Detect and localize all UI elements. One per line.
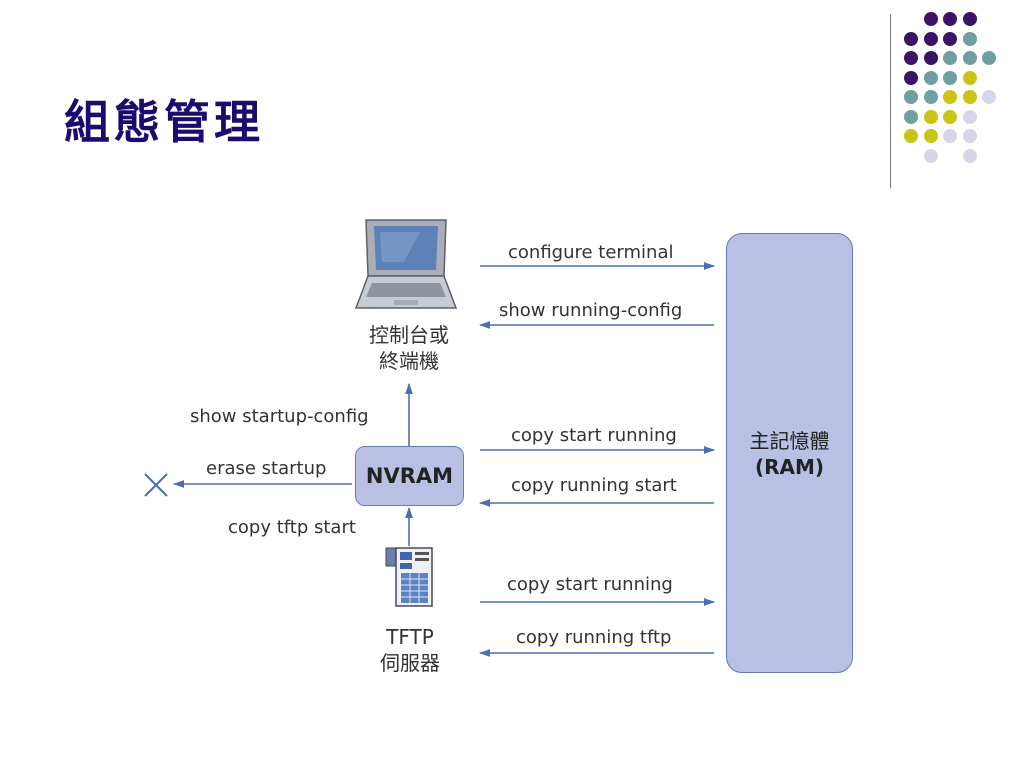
decorative-dot [904, 51, 918, 65]
ram-label-line1: 主記憶體 [749, 429, 830, 453]
decorative-dot [923, 148, 938, 163]
cmd-show-startup-config: show startup-config [190, 406, 369, 427]
decorative-dot [904, 70, 918, 85]
cmd-copy-tftp-start: copy tftp start [228, 517, 356, 538]
erase-x-icon [144, 473, 168, 497]
decorative-dot [923, 129, 938, 143]
decorative-dot [962, 51, 977, 65]
tftp-label-line1: TFTP [386, 625, 434, 649]
decorative-dot [943, 109, 957, 124]
terminal-label: 控制台或 終端機 [349, 322, 469, 374]
decorative-dot [943, 70, 957, 85]
decorative-dot [923, 109, 938, 124]
cmd-configure-terminal: configure terminal [508, 242, 674, 263]
decorative-dot [943, 31, 957, 46]
decorative-dot [923, 12, 938, 26]
decorative-dot [943, 129, 957, 143]
decorative-dot [982, 90, 996, 104]
decorative-dot [904, 31, 918, 46]
cmd-show-running-config: show running-config [499, 300, 683, 321]
tftp-server-label: TFTP 伺服器 [360, 624, 460, 676]
decorative-dot [943, 12, 957, 26]
cmd-copy-start-running: copy start running [511, 425, 677, 446]
decorative-dot [943, 90, 957, 104]
decorative-dot [962, 12, 977, 26]
ram-label: 主記憶體 (RAM) [726, 428, 853, 480]
decorative-dot [962, 148, 977, 163]
decorative-dot [923, 90, 938, 104]
laptop-icon [354, 219, 458, 309]
decorative-dot [962, 31, 977, 46]
cmd-erase-startup: erase startup [206, 458, 327, 479]
cmd-copy-running-start: copy running start [511, 475, 677, 496]
terminal-label-line1: 控制台或 [369, 323, 449, 347]
server-icon [385, 547, 433, 607]
terminal-label-line2: 終端機 [379, 349, 439, 373]
cmd-copy-start-running-tftp: copy start running [507, 574, 673, 595]
decorative-dot [904, 90, 918, 104]
decorative-dot [962, 129, 977, 143]
tftp-label-line2: 伺服器 [380, 651, 440, 675]
decorative-dot [982, 51, 996, 65]
decorative-dot [923, 31, 938, 46]
decorative-dot [904, 109, 918, 124]
decorative-dot [943, 51, 957, 65]
ram-block [726, 233, 853, 673]
decorative-dot [962, 70, 977, 85]
decorative-dot [962, 109, 977, 124]
decorative-dot [923, 51, 938, 65]
decorative-dot [923, 70, 938, 85]
decorative-divider [890, 14, 891, 188]
decorative-dot [904, 129, 918, 143]
slide-title: 組態管理 [64, 95, 264, 149]
decorative-dot [962, 90, 977, 104]
cmd-copy-running-tftp: copy running tftp [516, 627, 672, 648]
ram-label-line2: (RAM) [754, 455, 825, 479]
nvram-block: NVRAM [355, 446, 464, 506]
